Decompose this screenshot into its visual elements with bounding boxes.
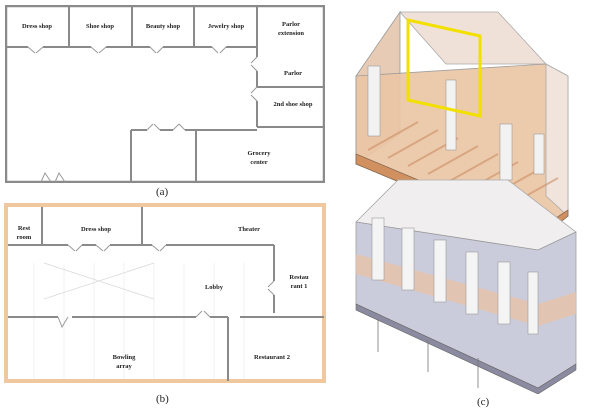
floor-plan-b: Rest room Dress shop Theater Lobby Resta… [4, 203, 326, 383]
isometric-model-c [355, 10, 577, 394]
room-parlor-extension-2: extension [278, 30, 304, 37]
caption-c: (c) [477, 396, 490, 408]
room-grocery-center-2: center [250, 159, 267, 166]
room-rest-room: Rest [18, 225, 31, 232]
floor-plan-a: Dress shop Shoe shop Beauty shop Jewelry… [5, 5, 325, 183]
room-lobby: Lobby [205, 284, 224, 291]
room-shoe-shop: Shoe shop [86, 23, 114, 30]
room-parlor: Parlor [284, 70, 302, 77]
room-dress-shop: Dress shop [22, 23, 52, 30]
room-theater: Theater [238, 226, 260, 233]
room-restaurant-2: Restaurant 2 [254, 354, 290, 361]
room-restaurant-1: Restau [289, 274, 309, 281]
caption-b: (b) [156, 393, 169, 405]
room-bowling-array: Bowling [113, 354, 137, 361]
room-beauty-shop: Beauty shop [146, 23, 181, 30]
room-rest-room-2: room [17, 234, 32, 241]
caption-a: (a) [156, 186, 169, 198]
room-restaurant-1-b: rant 1 [291, 283, 308, 290]
room-jewelry-shop: Jewelry shop [208, 23, 245, 30]
room-parlor-extension: Parlor [282, 21, 300, 28]
room-grocery-center: Grocery [248, 150, 272, 157]
room-second-shoe-shop: 2nd shoe shop [273, 101, 312, 108]
lower-floor [355, 179, 577, 394]
room-dress-shop-b: Dress shop [81, 226, 111, 233]
room-bowling-array-2: array [116, 363, 132, 370]
